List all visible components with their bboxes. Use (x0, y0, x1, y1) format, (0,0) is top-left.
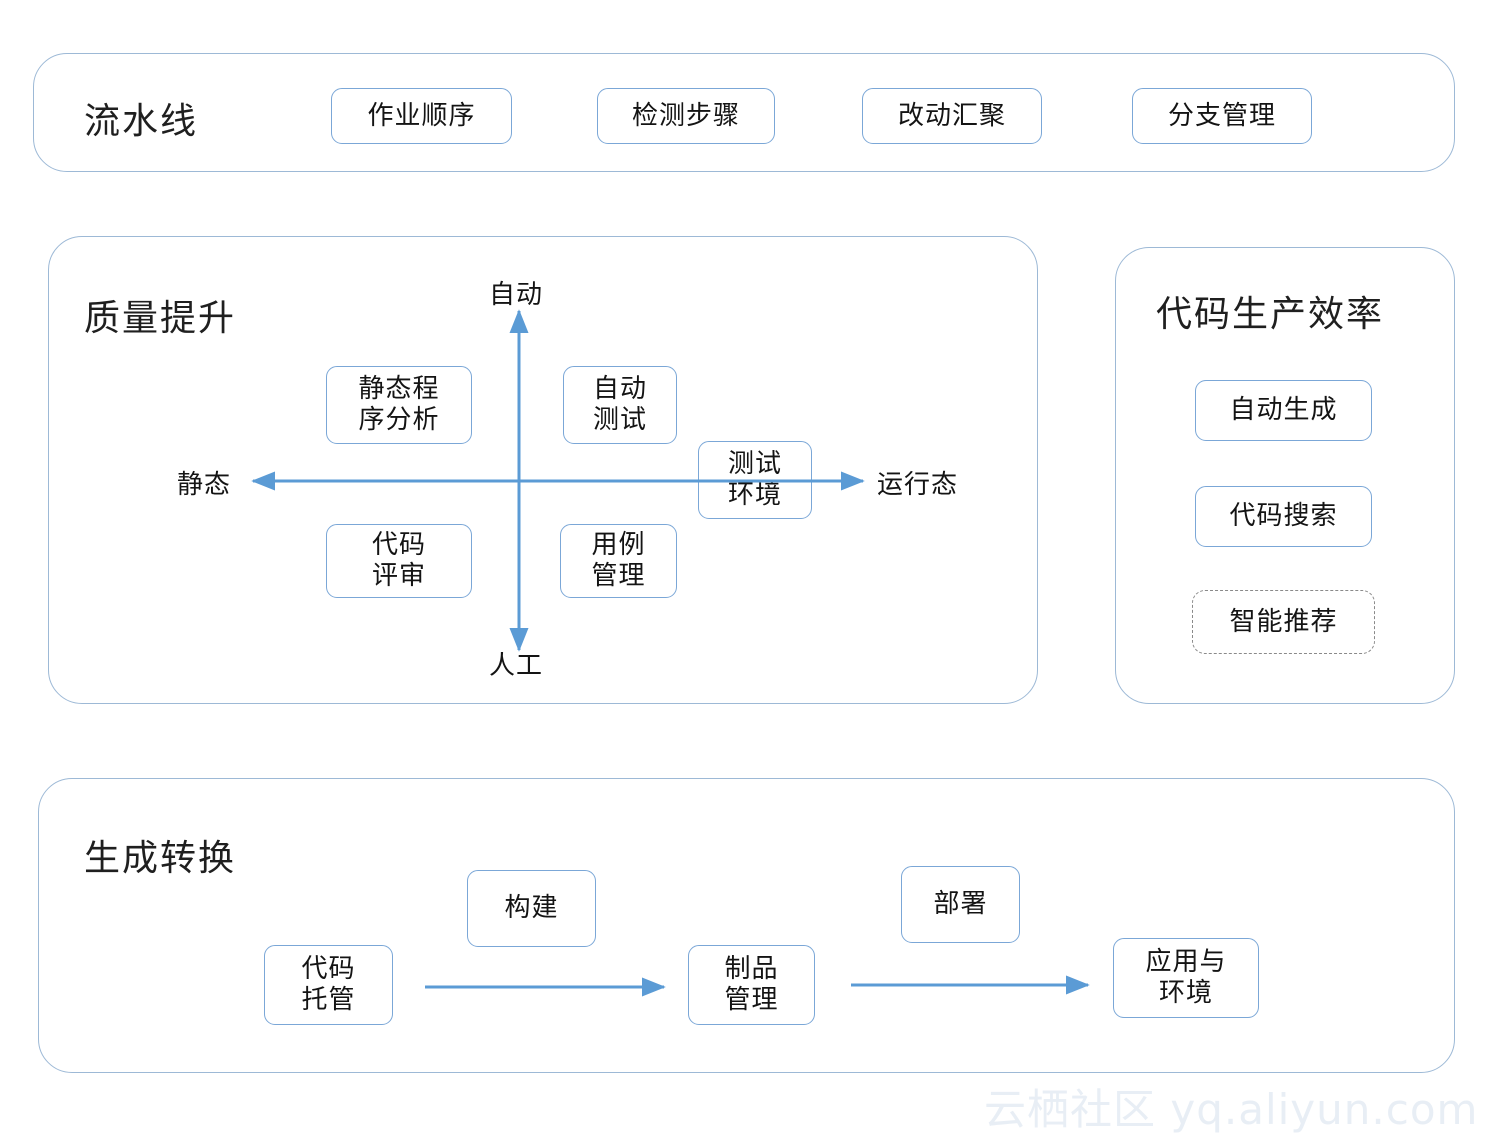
watermark: 云栖社区 yq.aliyun.com (984, 1085, 1479, 1134)
pipeline-chip-job-order[interactable]: 作业顺序 (331, 88, 512, 144)
quality-panel-title: 质量提升 (84, 298, 237, 339)
generation-edge-label-build[interactable]: 构建 (467, 870, 596, 947)
pipeline-chip-test-steps[interactable]: 检测步骤 (597, 88, 775, 144)
code-efficiency-chip-smart-recommend[interactable]: 智能推荐 (1192, 590, 1375, 654)
quality-chip-auto-test[interactable]: 自动 测试 (563, 366, 677, 444)
generation-panel-title: 生成转换 (84, 838, 237, 879)
code-efficiency-chip-auto-generate[interactable]: 自动生成 (1195, 380, 1372, 441)
generation-node-code-hosting[interactable]: 代码 托管 (264, 945, 393, 1025)
code-efficiency-panel-title: 代码生产效率 (1156, 294, 1385, 335)
quality-axis-label-right: 运行态 (877, 470, 959, 500)
quality-chip-static-analysis[interactable]: 静态程 序分析 (326, 366, 472, 444)
quality-axis-label-bottom: 人工 (489, 651, 544, 681)
quality-chip-test-environment[interactable]: 测试 环境 (698, 441, 812, 519)
pipeline-chip-change-merge[interactable]: 改动汇聚 (862, 88, 1042, 144)
generation-panel (38, 778, 1455, 1073)
code-efficiency-panel (1115, 247, 1455, 704)
quality-panel (48, 236, 1038, 704)
quality-chip-code-review[interactable]: 代码 评审 (326, 524, 472, 598)
pipeline-chip-branch-management[interactable]: 分支管理 (1132, 88, 1312, 144)
generation-node-artifact-management[interactable]: 制品 管理 (688, 945, 815, 1025)
generation-node-app-and-env[interactable]: 应用与 环境 (1113, 938, 1259, 1018)
pipeline-panel-title: 流水线 (84, 101, 199, 142)
code-efficiency-chip-code-search[interactable]: 代码搜索 (1195, 486, 1372, 547)
quality-axis-label-left: 静态 (177, 470, 232, 500)
generation-edge-label-deploy[interactable]: 部署 (901, 866, 1020, 943)
quality-chip-case-management[interactable]: 用例 管理 (560, 524, 677, 598)
quality-axis-label-top: 自动 (489, 280, 544, 310)
